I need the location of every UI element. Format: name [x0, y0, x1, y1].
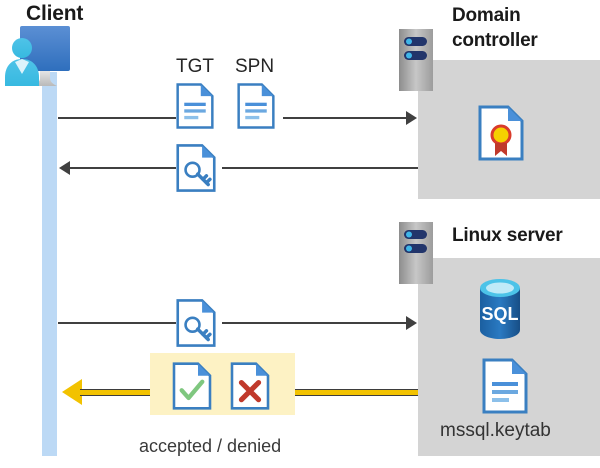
arrowhead-left-client-2: [62, 379, 82, 405]
server-rack-icon: [399, 222, 433, 284]
keytab-document-icon: [482, 358, 528, 419]
key-document-icon: [176, 298, 216, 353]
arrow-line-client-to-dc-a: [58, 117, 176, 119]
text-document-icon: [176, 82, 214, 135]
tgt-label: TGT: [176, 56, 214, 77]
accepted-denied-caption: accepted / denied: [139, 436, 282, 456]
arrow-line-dc-to-client-b: [222, 167, 418, 169]
user-computer-icon: [4, 26, 88, 92]
spn-label: SPN: [235, 56, 275, 77]
server-rack-icon: [399, 29, 433, 91]
client-lifeline: [42, 72, 57, 456]
arrow-line-linux-to-client-a: [80, 389, 150, 396]
key-document-icon: [176, 143, 216, 198]
arrow-line-client-to-dc-b: [283, 117, 407, 119]
arrow-line-dc-to-client-a: [70, 167, 176, 169]
arrowhead-left-client-1: [59, 161, 70, 175]
arrowhead-right-dc: [406, 111, 417, 125]
text-document-icon: [237, 82, 275, 135]
client-title: Client: [26, 2, 84, 25]
arrow-line-client-to-linux-b: [222, 322, 407, 324]
denied-document-icon: [229, 362, 271, 415]
linux-server-title: Linux server: [452, 225, 563, 246]
arrowhead-right-linux: [406, 316, 417, 330]
domain-controller-title: Domain controller: [452, 5, 538, 51]
sql-label: SQL: [481, 304, 518, 324]
accepted-document-icon: [171, 362, 213, 415]
certificate-document-icon: [478, 105, 524, 166]
sql-database-icon: SQL: [472, 278, 528, 345]
arrow-line-client-to-linux-a: [58, 322, 176, 324]
keytab-filename-label: mssql.keytab: [440, 420, 551, 441]
arrow-line-linux-to-client-b: [295, 389, 418, 396]
